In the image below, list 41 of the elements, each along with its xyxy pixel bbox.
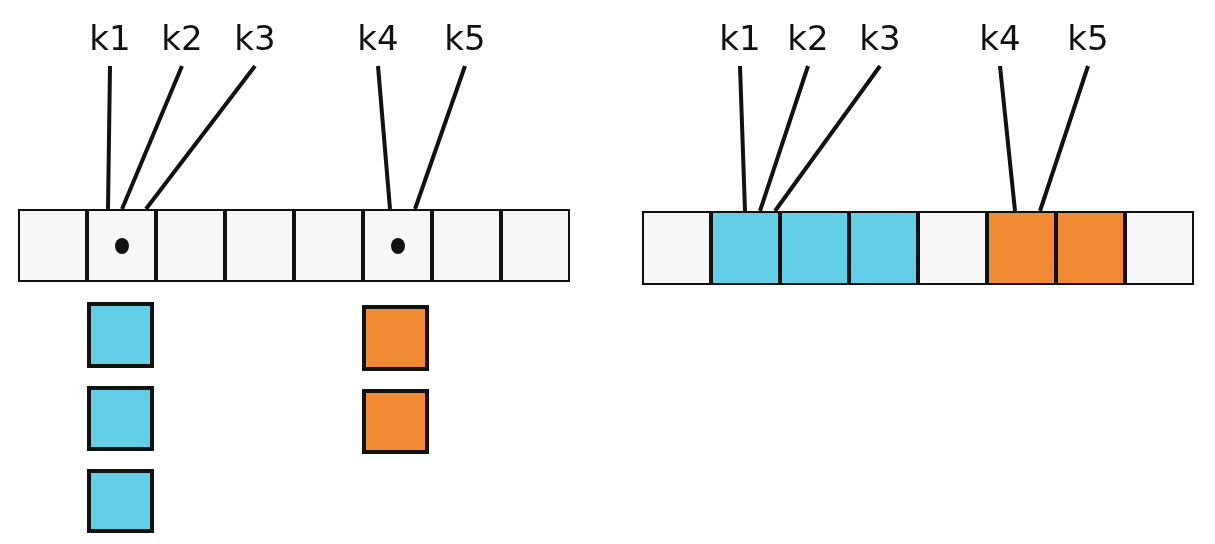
key-label: k4: [348, 18, 408, 58]
leader-line: [998, 65, 1017, 212]
bucket-cell: [87, 302, 154, 368]
key-label: k4: [970, 18, 1030, 58]
bucket-cell: [1125, 211, 1194, 285]
key-label: k3: [225, 18, 285, 58]
bucket-cell: [362, 389, 429, 454]
bucket-cell: [225, 209, 294, 282]
bucket-cell: [87, 469, 154, 533]
key-label: k2: [778, 18, 838, 58]
bucket-cell-with-pointer: [87, 209, 156, 282]
leader-line: [758, 65, 810, 212]
leader-line: [413, 65, 467, 210]
key-label: k5: [435, 18, 495, 58]
bucket-cell: [432, 209, 501, 282]
leader-line: [376, 65, 392, 210]
leader-line: [1038, 65, 1090, 212]
leader-line: [144, 64, 257, 211]
bucket-cell: [780, 211, 849, 285]
key-label: k5: [1058, 18, 1118, 58]
bucket-cell: [156, 209, 225, 282]
key-label: k1: [710, 18, 770, 58]
leader-line: [773, 64, 882, 213]
bucket-cell: [642, 211, 711, 285]
leader-line: [738, 65, 747, 212]
leader-line: [106, 65, 112, 210]
bucket-cell: [1056, 211, 1125, 285]
bucket-cell: [87, 386, 154, 451]
bucket-cell: [849, 211, 918, 285]
key-label: k2: [152, 18, 212, 58]
bucket-cell: [501, 209, 570, 282]
key-label: k1: [80, 18, 140, 58]
bucket-cell: [18, 209, 87, 282]
bucket-cell-with-pointer: [363, 209, 432, 282]
bucket-cell: [711, 211, 780, 285]
key-label: k3: [850, 18, 910, 58]
bucket-cell: [362, 305, 429, 371]
bucket-cell: [294, 209, 363, 282]
bucket-cell: [987, 211, 1056, 285]
leader-line: [120, 65, 184, 210]
bucket-cell: [918, 211, 987, 285]
